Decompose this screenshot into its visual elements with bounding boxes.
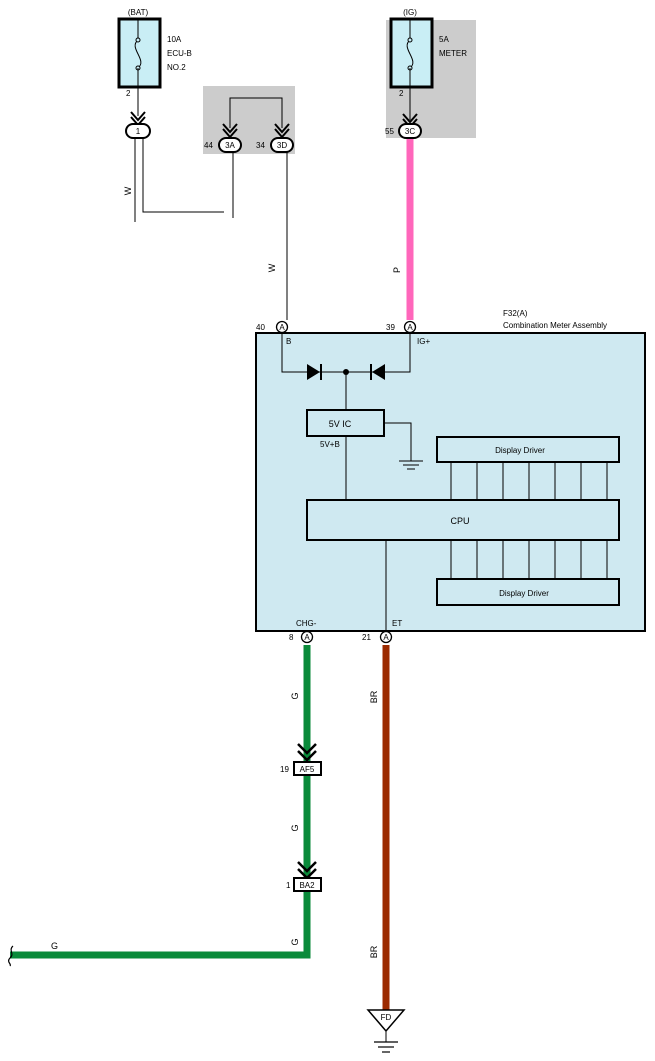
connector-ba2: [293, 877, 322, 892]
connector-c1: [125, 123, 151, 139]
connector-3a-label: 3A: [225, 141, 235, 150]
wire-ic-to-ground: [384, 422, 412, 461]
wire-b-to-diode: [281, 333, 307, 373]
wire-green-chg: [10, 645, 311, 959]
wire-break-icon: [8, 945, 14, 967]
fuse-ig-source: (IG): [403, 8, 417, 17]
ground-fd-triangle: [366, 1009, 406, 1033]
fuse-bat-name-1: ECU-B: [167, 49, 192, 58]
display-driver-top: [436, 436, 620, 463]
meter-pin-et-conn: A: [383, 633, 389, 642]
wire-color-br2: BR: [369, 945, 379, 958]
diode-left-icon: [307, 364, 320, 380]
wire-c1-right: [142, 138, 224, 213]
meter-pin-chg-marker: [300, 630, 314, 644]
wire-color-g2: G: [290, 824, 300, 831]
ground-fd-label: FD: [381, 1013, 392, 1022]
fuse-bat-element-icon: [134, 39, 142, 69]
meter-pin-chg-conn: A: [304, 633, 310, 642]
connector-ba2-pin: 1: [286, 881, 291, 890]
wire-3a-3d-bridge: [229, 97, 283, 128]
wire-color-g4: G: [51, 941, 58, 951]
fuse-bat-box: [117, 17, 162, 89]
connector-3c-pin: 55: [385, 127, 394, 136]
wire-color-br1: BR: [369, 690, 379, 703]
fuse-ig-box: [389, 17, 434, 89]
meter-pin-et-label: ET: [392, 619, 402, 628]
cpu-block: [306, 499, 620, 541]
connector-3c: [398, 123, 422, 139]
wire-color-g3: G: [290, 938, 300, 945]
connector-3a: [218, 137, 242, 153]
ic-5v-out-label: 5V+B: [320, 440, 340, 449]
meter-pin-b-num: 40: [256, 323, 265, 332]
wire-color-w-left: W: [123, 186, 133, 195]
display-driver-bottom: [436, 578, 620, 606]
meter-pin-ig-conn: A: [407, 323, 413, 332]
connector-af5-label: AF5: [300, 765, 315, 774]
meter-name: Combination Meter Assembly: [503, 321, 607, 330]
meter-pin-et-marker: [379, 630, 393, 644]
meter-code: F32(A): [503, 309, 528, 318]
fuse-bat-rating: 10A: [167, 35, 182, 44]
fuse-bat-name-2: NO.2: [167, 63, 186, 72]
display-driver-bottom-label: Display Driver: [499, 589, 549, 598]
fuse-ig-element-icon: [406, 39, 414, 69]
fuse-bat-pin: 2: [126, 89, 131, 98]
connector-3d-pin: 34: [256, 141, 265, 150]
bus-lines-bottom: [450, 540, 608, 579]
bus-lines-top: [450, 462, 608, 500]
cpu-label: CPU: [450, 516, 469, 526]
connector-3c-label: 3C: [405, 127, 415, 136]
fuse-bat-source: (BAT): [128, 8, 149, 17]
meter-pin-ig-num: 39: [386, 323, 395, 332]
fuse-bat-terminal-top: [135, 37, 141, 43]
diode-right-icon: [372, 364, 385, 380]
wire-ig-to-diode: [385, 333, 411, 373]
meter-pin-ig-label: IG+: [417, 337, 430, 346]
meter-pin-ig-marker: [403, 320, 417, 334]
connector-3a-pin: 44: [204, 141, 213, 150]
connector-af5-pin: 19: [280, 765, 289, 774]
meter-pin-chg-num: 8: [289, 633, 294, 642]
meter-pin-b-marker: [275, 320, 289, 334]
meter-pin-et-num: 21: [362, 633, 371, 642]
connector-ba2-label: BA2: [299, 881, 315, 890]
display-driver-top-label: Display Driver: [495, 446, 545, 455]
ic-5v-label: 5V IC: [329, 419, 352, 429]
connector-af5: [293, 761, 322, 776]
meter-pin-chg-label: CHG-: [296, 619, 317, 628]
wire-color-g1: G: [290, 692, 300, 699]
wire-color-w-mid: W: [267, 263, 277, 272]
connector-c1-label: 1: [136, 127, 141, 136]
connector-3d: [270, 137, 294, 153]
fuse-ig-rating: 5A: [439, 35, 449, 44]
fuse-ig-terminal-top: [407, 37, 413, 43]
wire-color-p: P: [392, 267, 402, 273]
meter-pin-b-conn: A: [279, 323, 285, 332]
connector-3d-label: 3D: [277, 141, 287, 150]
fuse-ig-name: METER: [439, 49, 467, 58]
fuse-ig-pin: 2: [399, 89, 404, 98]
meter-pin-b-label: B: [286, 337, 291, 346]
connector-af5-arrow-icon: [297, 743, 317, 762]
